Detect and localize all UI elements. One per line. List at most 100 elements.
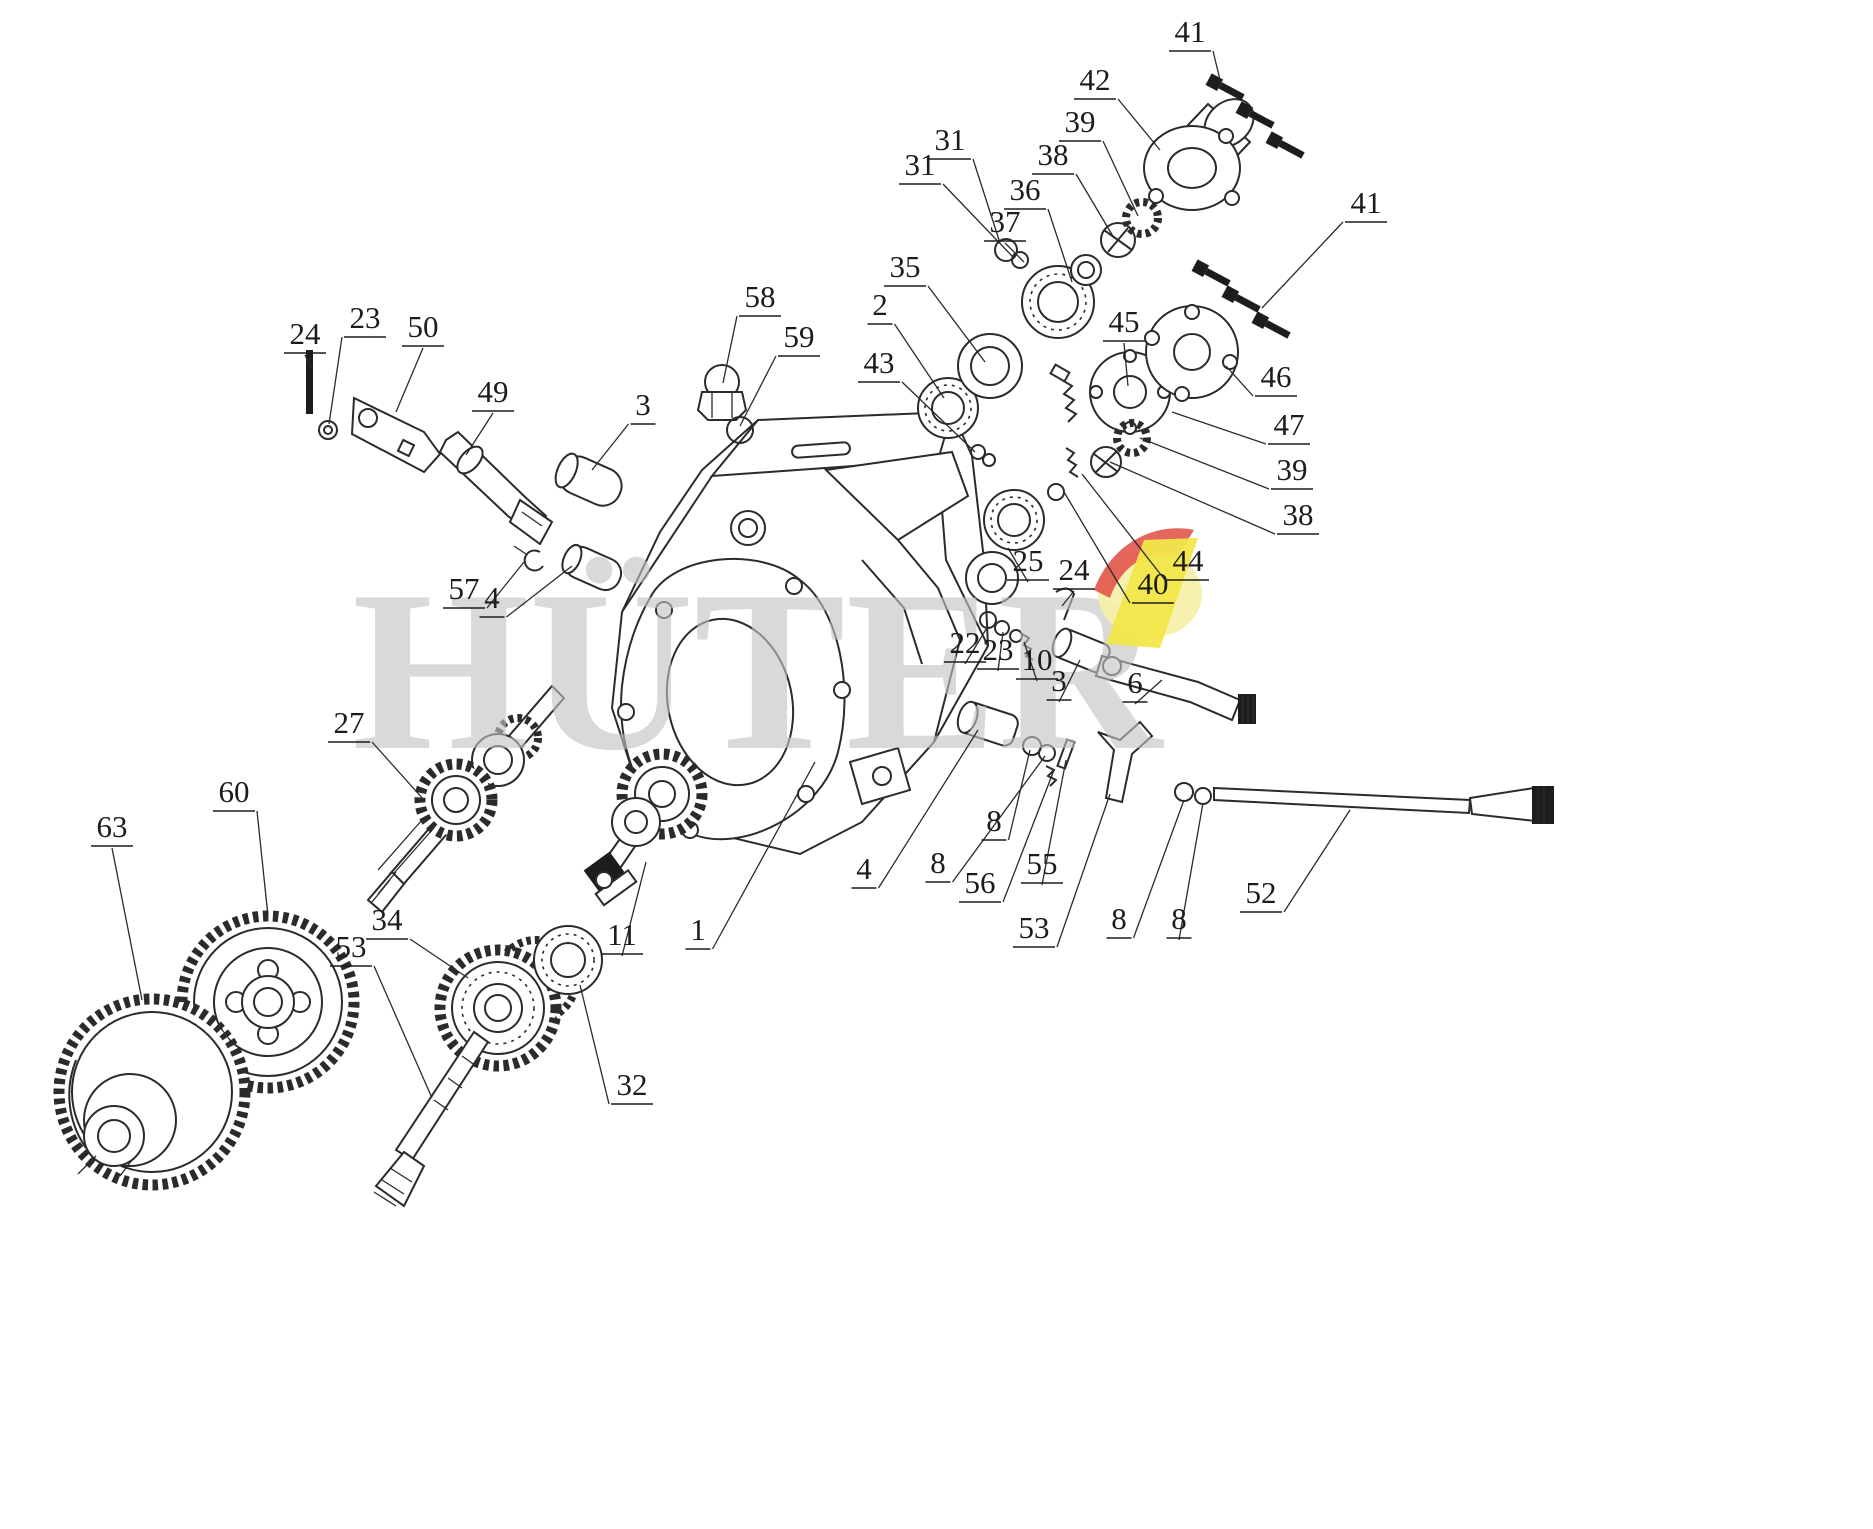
leader-line-22-30 (964, 625, 989, 665)
part-number: 53 (336, 929, 367, 964)
part-number: 39 (1277, 452, 1308, 487)
part-label-50-21: 50 (402, 309, 444, 347)
leader-line-10-32 (1023, 641, 1038, 682)
part-label-10-32: 10 (1016, 642, 1058, 680)
leader-line-35-9 (927, 285, 986, 363)
part-number: 36 (1010, 172, 1041, 207)
part-label-23-20: 23 (344, 300, 386, 338)
part-label-4-37: 4 (851, 851, 877, 889)
leader-line-24-19 (304, 354, 312, 369)
part-number: 8 (930, 845, 946, 880)
part-number: 38 (1283, 497, 1314, 532)
part-label-56-40: 56 (959, 865, 1001, 903)
part-number: 58 (745, 279, 776, 314)
part-label-8-49: 8 (1166, 901, 1192, 939)
ball-bearing-32 (533, 925, 603, 995)
part-number: 43 (864, 345, 895, 380)
part-number: 49 (478, 374, 509, 409)
leader-line-43-13 (901, 381, 976, 453)
leader-line-11-45 (621, 861, 647, 957)
part-number: 8 (1171, 901, 1187, 936)
part-label-47-16: 47 (1268, 407, 1310, 445)
leader-line-34-43 (409, 938, 469, 979)
part-number: 31 (935, 122, 966, 157)
part-label-31-5: 31 (899, 147, 941, 185)
bolt-icon (1235, 101, 1275, 129)
leader-line-38-18 (1109, 461, 1276, 535)
part-label-24-29: 24 (1053, 552, 1095, 590)
washer-23 (318, 420, 338, 440)
leader-line-57-26 (486, 561, 525, 609)
bolt-icon (1251, 311, 1291, 339)
leader-line-52-50 (1283, 809, 1351, 913)
part-label-43-13: 43 (858, 345, 900, 383)
leader-line-31-5 (942, 183, 1013, 257)
leader-line-44-24 (1081, 473, 1166, 581)
part-number: 35 (890, 249, 921, 284)
selector-parts (956, 700, 1076, 787)
leader-line-59-12 (739, 355, 777, 427)
part-label-42-1: 42 (1074, 62, 1116, 100)
shift-arm (1094, 654, 1256, 724)
leader-line-37-7 (1004, 242, 1025, 263)
part-number: 4 (484, 580, 500, 615)
leader-line-39-2 (1102, 140, 1139, 217)
leader-line-4-37 (877, 729, 979, 889)
part-label-49-22: 49 (472, 374, 514, 412)
part-label-36-6: 36 (1004, 172, 1046, 210)
leader-line-2-11 (893, 323, 945, 399)
bushing-3 (554, 452, 623, 507)
part-label-3-33: 3 (1046, 663, 1072, 701)
part-label-22-30: 22 (944, 625, 986, 663)
part-number: 56 (965, 865, 996, 900)
leader-line-1-46 (711, 761, 816, 950)
leader-line-55-39 (1041, 759, 1067, 886)
part-number: 52 (1246, 875, 1277, 910)
part-number: 3 (635, 387, 651, 422)
gearshift-shaft (1174, 782, 1554, 824)
leader-line-31-4 (972, 158, 1001, 244)
part-number: 34 (372, 902, 404, 937)
bearing-cover-train (917, 98, 1255, 501)
bolt-icon (1221, 285, 1261, 313)
part-label-60-41: 60 (213, 774, 255, 812)
part-number: 55 (1027, 846, 1058, 881)
part-number: 41 (1351, 185, 1382, 220)
part-number: 32 (617, 1067, 648, 1102)
part-label-4-27: 4 (479, 580, 505, 618)
leader-line-53-47 (1056, 793, 1111, 948)
part-label-38-3: 38 (1032, 137, 1074, 175)
circlip-57 (513, 545, 544, 572)
part-label-55-39: 55 (1021, 846, 1063, 884)
leader-line-8-49 (1178, 802, 1204, 941)
part-label-8-48: 8 (1106, 901, 1132, 939)
part-number: 37 (990, 204, 1021, 239)
part-number: 11 (607, 917, 637, 952)
part-label-59-12: 59 (778, 319, 820, 357)
part-number: 40 (1138, 566, 1169, 601)
part-number: 22 (950, 625, 981, 660)
part-number: 47 (1274, 407, 1305, 442)
leader-line-3-33 (1058, 659, 1081, 703)
leader-line-58-10 (722, 315, 738, 384)
part-number: 8 (1111, 901, 1127, 936)
part-label-2-11: 2 (867, 287, 893, 325)
bolts-41 (1191, 73, 1305, 339)
leader-line-50-21 (395, 347, 424, 413)
leader-line-42-1 (1117, 98, 1161, 151)
part-label-3-23: 3 (630, 387, 656, 425)
part-label-27-35: 27 (328, 705, 370, 743)
part-number: 6 (1127, 665, 1143, 700)
bolt-icon (1265, 131, 1305, 159)
kickstart-spindle (438, 430, 554, 546)
part-number: 24 (1059, 552, 1091, 587)
leader-line-24-29 (1061, 590, 1075, 607)
part-label-46-15: 46 (1255, 359, 1297, 397)
drain-plug (696, 364, 748, 421)
brand-logo (1094, 528, 1202, 648)
part-label-39-17: 39 (1271, 452, 1313, 490)
part-number: 50 (408, 309, 439, 344)
